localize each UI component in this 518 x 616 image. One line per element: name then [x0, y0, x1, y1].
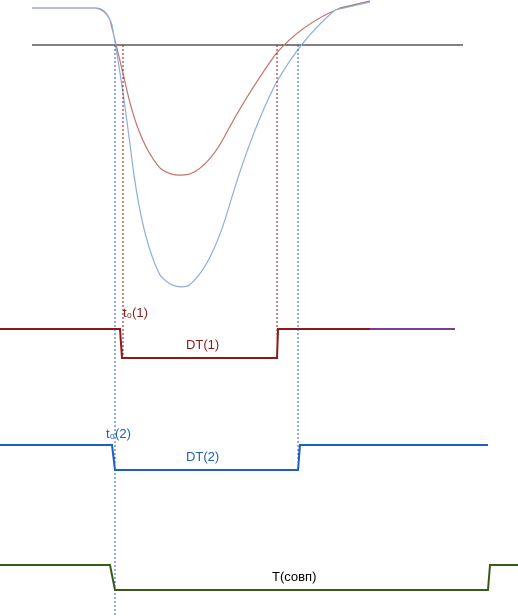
label-t0-1: t₀(1): [123, 305, 148, 320]
label-dt-1: DT(1): [186, 337, 219, 352]
label-t0-2: t₀(2): [106, 426, 131, 441]
label-dt-2: DT(2): [186, 449, 219, 464]
digital-signal-2: [0, 444, 488, 471]
coincidence-signal: [0, 564, 518, 591]
label-t-coinc: T(совп): [272, 569, 316, 584]
pulse-curve-1: [32, 0, 371, 176]
digital-signal-1: [0, 328, 455, 359]
pulse-curve-2: [32, 1, 371, 288]
